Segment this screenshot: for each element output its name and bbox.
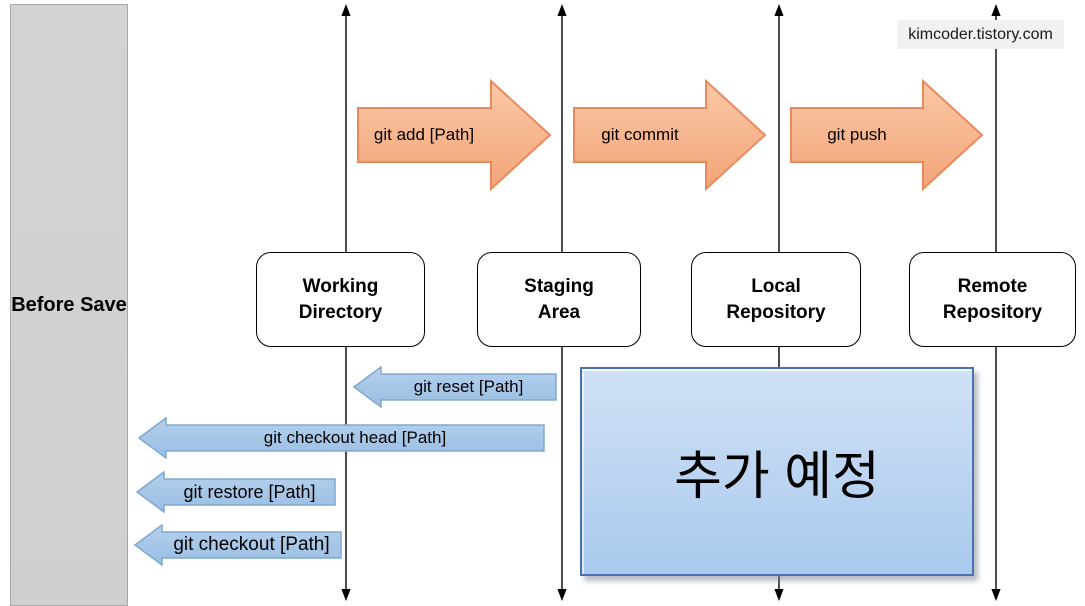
arrow-up-icon bbox=[991, 4, 1001, 16]
before-save-label: Before Save bbox=[11, 293, 127, 316]
forward-arrow-shape bbox=[357, 78, 552, 192]
node-working-directory: Working Directory bbox=[256, 252, 425, 347]
git-restore-arrow-icon bbox=[135, 471, 336, 513]
git-checkout-head-label: git checkout head [Path] bbox=[263, 428, 447, 447]
backward-arrow-shape bbox=[352, 366, 557, 408]
arrow-up-icon bbox=[557, 4, 567, 16]
forward-arrow-shape bbox=[790, 78, 984, 192]
git-add-label: git add [Path] bbox=[373, 125, 475, 144]
backward-arrow-shape bbox=[133, 524, 342, 566]
git-push-arrow-icon bbox=[790, 78, 984, 192]
git-commit-arrow-icon bbox=[573, 78, 767, 192]
node-local-repository: Local Repository bbox=[691, 252, 861, 347]
arrow-down-icon bbox=[341, 589, 351, 601]
backward-arrow-shape bbox=[135, 471, 336, 513]
git-checkout-head-arrow-icon bbox=[137, 417, 545, 459]
arrow-up-icon bbox=[341, 4, 351, 16]
git-reset-label: git reset [Path] bbox=[413, 377, 524, 396]
git-reset-arrow-icon bbox=[352, 366, 557, 408]
git-commit-label: git commit bbox=[601, 125, 679, 144]
forward-arrow-shape bbox=[573, 78, 767, 192]
arrow-down-icon bbox=[991, 589, 1001, 601]
node-staging-area: Staging Area bbox=[477, 252, 641, 347]
arrow-down-icon bbox=[557, 589, 567, 601]
git-checkout-arrow-icon bbox=[133, 524, 342, 566]
before-save-lane: Before Save bbox=[10, 4, 128, 606]
git-restore-label: git restore [Path] bbox=[183, 481, 316, 502]
placeholder-label: 추가 예정 bbox=[674, 448, 880, 506]
node-remote-repository: Remote Repository bbox=[909, 252, 1076, 347]
watermark: kimcoder.tistory.com bbox=[897, 20, 1064, 49]
git-checkout-label: git checkout [Path] bbox=[173, 534, 330, 555]
arrow-up-icon bbox=[774, 4, 784, 16]
arrow-down-icon bbox=[774, 589, 784, 601]
git-add-arrow-icon bbox=[357, 78, 552, 192]
backward-arrow-shape bbox=[137, 417, 545, 459]
git-push-label: git push bbox=[827, 125, 887, 144]
placeholder-box: 추가 예정 bbox=[580, 367, 974, 576]
